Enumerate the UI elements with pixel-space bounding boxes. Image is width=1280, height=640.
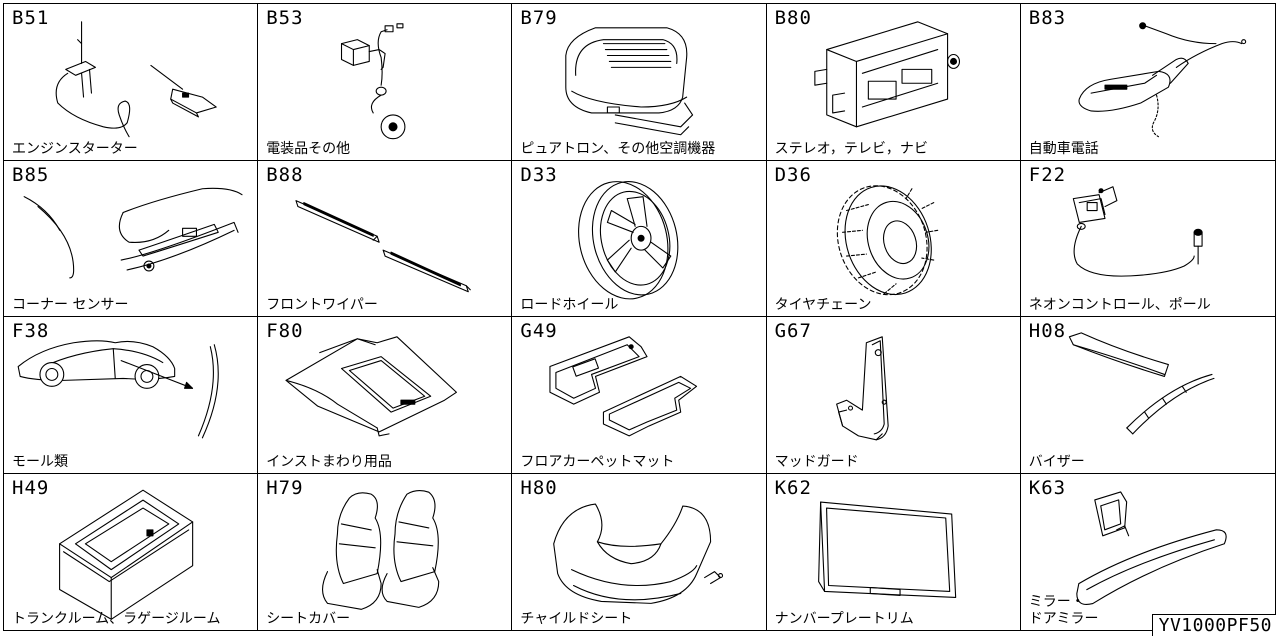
accessory-catalog-grid: B51 エンジンスターター B53 電装品その他 B79 ピュアトロン、その他空調機器… [3, 3, 1276, 631]
catalog-item[interactable]: D33 ロードホイール [512, 160, 767, 317]
item-code: H79 [266, 476, 304, 499]
item-code: D33 [520, 163, 558, 186]
item-label: ピュアトロン、その他空調機器 [520, 140, 716, 157]
item-label: ミラー・ ドアミラー [1028, 594, 1099, 627]
item-code: B79 [520, 7, 558, 29]
item-code: B51 [12, 7, 50, 29]
item-label: モール類 [12, 453, 68, 470]
item-label: トランクルーム、ラゲージルーム [12, 611, 221, 627]
item-code: G67 [774, 320, 812, 342]
item-code: G49 [520, 320, 558, 342]
item-code: B85 [12, 163, 50, 186]
catalog-item[interactable]: B83 自動車電話 [1020, 4, 1275, 161]
catalog-item[interactable]: B85 コーナー センサー [4, 160, 259, 317]
item-label: チャイルドシート [520, 611, 633, 627]
catalog-item[interactable]: G49 フロアカーペットマット [512, 317, 767, 474]
item-label: バイザー [1028, 453, 1085, 470]
item-code: F38 [12, 320, 50, 342]
catalog-item[interactable]: H08 バイザー [1020, 317, 1275, 474]
item-label: マッドガード [774, 453, 859, 470]
item-code: B88 [266, 163, 304, 186]
item-label: フロアカーペットマット [520, 453, 675, 470]
item-code: F80 [266, 320, 304, 342]
item-label: インストまわり用品 [266, 453, 392, 470]
catalog-item[interactable]: H80 チャイルドシート [512, 473, 767, 630]
item-label: エンジンスターター [12, 140, 138, 157]
item-label: ナンバープレートリム [774, 611, 914, 627]
item-label: ネオンコントロール、ポール [1028, 297, 1211, 313]
catalog-item[interactable]: H49 トランクルーム、ラゲージルーム [4, 473, 259, 630]
catalog-item[interactable]: F80 インストまわり用品 [258, 317, 513, 474]
item-code: B83 [1028, 7, 1067, 29]
item-code: H08 [1028, 320, 1067, 342]
catalog-item[interactable]: F38 モール類 [4, 317, 259, 474]
catalog-item[interactable]: K63 ミラー・ ドアミラー [1021, 474, 1275, 631]
catalog-item[interactable]: B51 エンジンスターター [4, 4, 259, 161]
item-label: 電装品その他 [266, 140, 351, 157]
item-code: B53 [266, 7, 304, 29]
item-label: 自動車電話 [1028, 140, 1099, 157]
catalog-item[interactable]: F22 ネオンコントロール、ポール [1020, 161, 1275, 317]
catalog-item[interactable]: G67 マッドガード [766, 317, 1021, 474]
catalog-item[interactable]: H79 シートカバー [258, 473, 513, 630]
catalog-item[interactable]: B79 ピュアトロン、その他空調機器 [512, 4, 767, 161]
catalog-item[interactable]: B88 フロントワイパー [258, 160, 513, 317]
catalog-item[interactable]: B80 ステレオ，テレビ，ナビ [766, 4, 1021, 161]
item-label: タイヤチェーン [774, 297, 872, 313]
item-code: F22 [1028, 163, 1067, 186]
item-code: H80 [520, 476, 558, 499]
item-label: ステレオ，テレビ，ナビ [774, 140, 928, 157]
item-label: ロードホイール [520, 297, 619, 313]
item-label: コーナー センサー [12, 297, 129, 313]
catalog-item[interactable]: B53 電装品その他 [258, 4, 513, 161]
item-code: K63 [1028, 476, 1067, 499]
item-code: D36 [774, 163, 812, 186]
item-label: シートカバー [266, 611, 351, 627]
document-id: YV1000PF50 [1151, 614, 1276, 636]
catalog-item[interactable]: K62 ナンバープレートリム [767, 473, 1021, 630]
item-code: K62 [774, 476, 812, 499]
item-label: フロントワイパー [266, 297, 378, 313]
item-code: H49 [12, 476, 50, 499]
catalog-item[interactable]: D36 タイヤチェーン [766, 160, 1021, 317]
item-code: B80 [774, 7, 812, 29]
